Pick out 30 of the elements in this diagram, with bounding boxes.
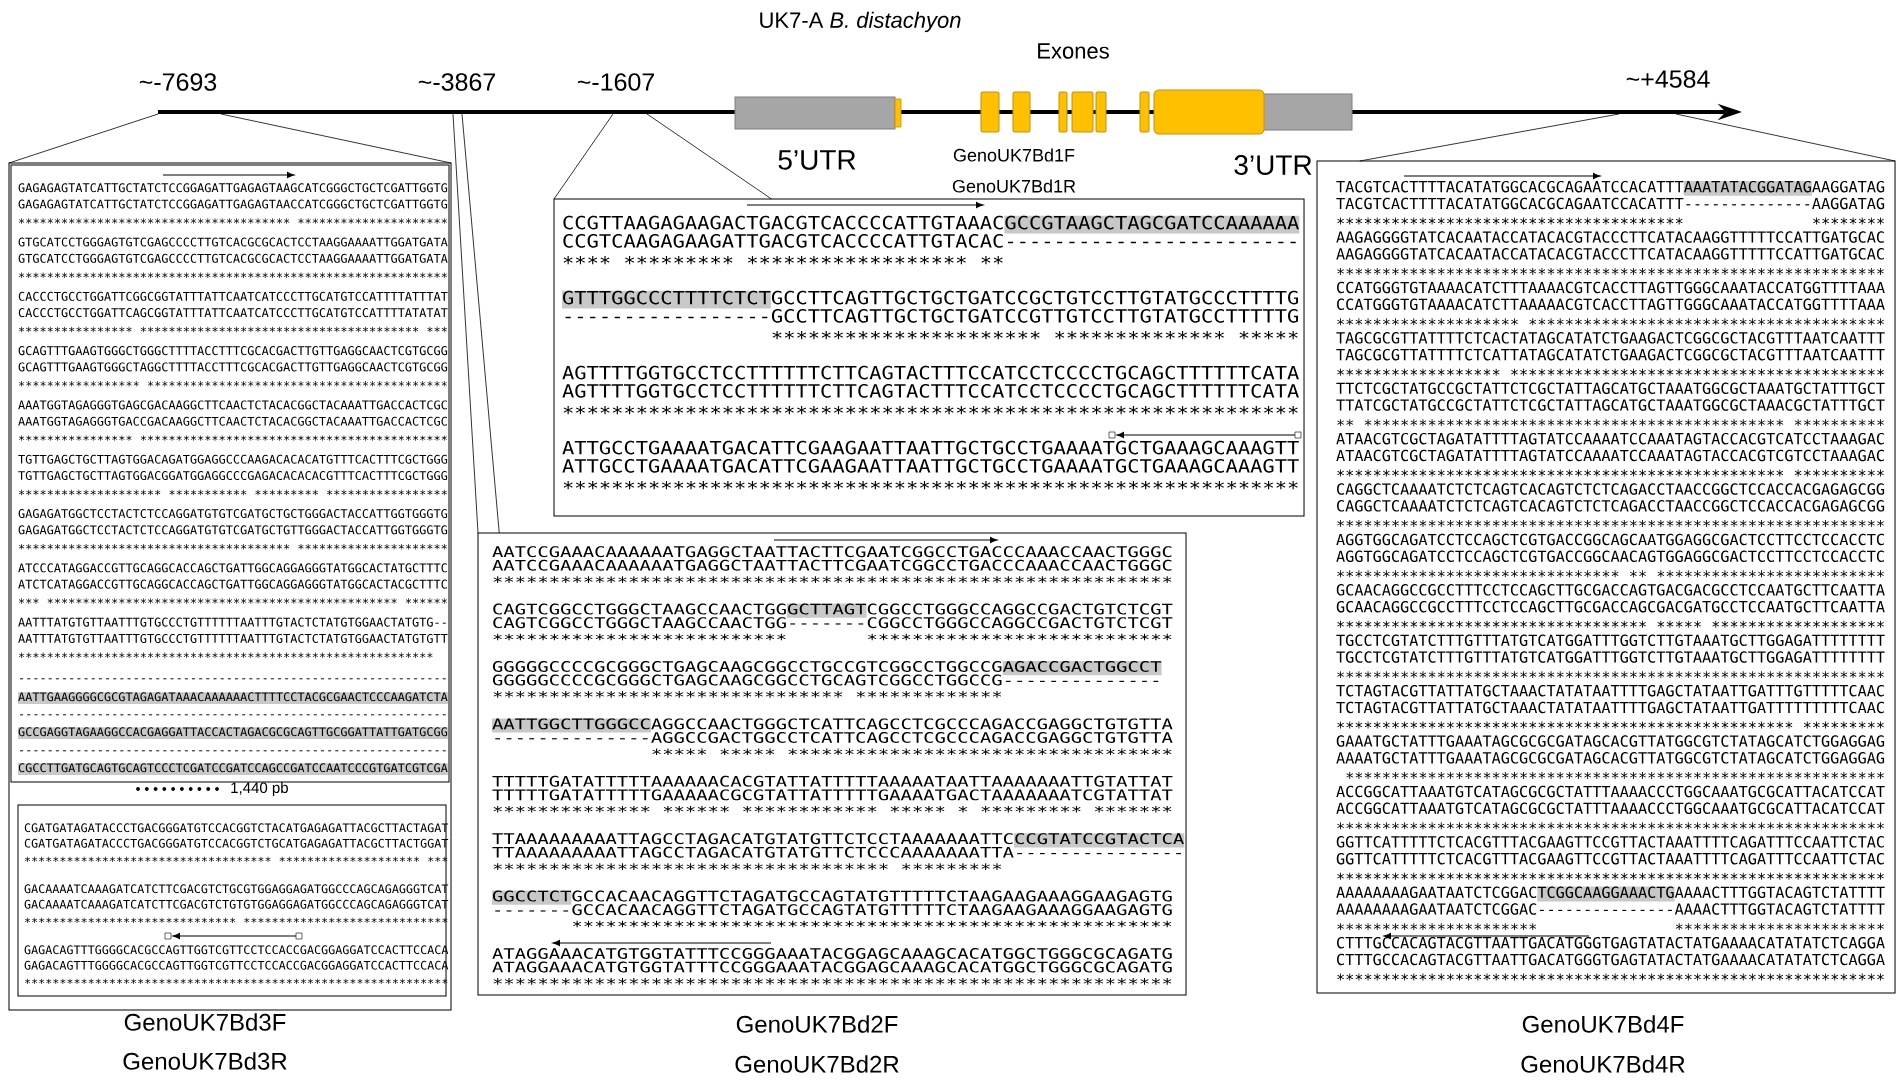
primer-label: GenoUK7Bd1F xyxy=(953,148,1075,162)
length-label: 1,440 pb xyxy=(231,782,288,796)
panel-frame xyxy=(8,162,452,1011)
sequence-alignment: GAGAGAGTATCATTGCTATCTCCGGAGATTGAGAGTAAGCATCGGGCTGCTCGATTGGTG GAGAGAGTATCATTGCTATCTCCGGAGATTGAGAGTAACCATCGGGCTGCTCGATTGGTG ∗∗∗∗∗∗∗∗∗∗∗∗∗∗∗∗∗∗∗∗∗∗∗∗∗∗∗∗∗∗∗∗∗∗∗∗∗∗ ∗∗∗∗∗∗∗∗∗∗∗∗∗∗∗∗∗∗∗∗∗ GTGCATCCTGGGAGTGTCGAGCCCCTTGTCACGCGCACTCCTAAGGAAAATTGGATGATA GTGCATCCTGGGAGTGTCGAGCCCCTTGTCACGCGCACTCCTAAGGAAAATTGGATGATA ∗∗∗∗∗∗∗∗∗∗∗∗∗∗∗∗∗∗∗∗∗∗∗∗∗∗∗∗∗∗∗∗∗∗∗∗∗∗∗∗∗∗∗∗∗∗∗∗∗∗∗∗∗∗∗∗∗∗∗∗ CACCCTGCCTGGATTCGGCGGTATTTATTCAATCATCCCTTGCATGTCCATTTTATTTAT CACCCTGCCTGGATTCAGCGGTATTTATTCAATCATCCCTTGCATGTCCATTTTATATAT ∗∗∗∗∗∗∗∗∗∗∗∗∗∗∗∗ ∗∗∗∗∗∗∗∗∗∗∗∗∗∗∗∗∗∗∗∗∗∗∗∗∗∗∗∗∗∗∗∗∗∗∗∗∗∗∗ ∗∗∗ GCAGTTTGAAGTGGGCTGGGCTTTTACCTTTCGCACGACTTGTTGAGGCAACTCGTGCGG GCAGTTTGAAGTGGGCTAGGCTTTTACCTTTCGCACGACTTGTTGAGGCAACTCGTGCGG ∗∗∗∗∗∗∗∗∗∗∗∗∗∗∗∗∗ ∗∗∗∗∗∗∗∗∗∗∗∗∗∗∗∗∗∗∗∗∗∗∗∗∗∗∗∗∗∗∗∗∗∗∗∗∗∗∗∗∗∗ AAATGGTAGAGGGTGAGCGACAAGGCTTCAACTCTACACGGCTACAAATTGACCACTCGC AAATGGTAGAGGGTGACCGACAAGGCTTCAACTCTACACGGCTACAAATTGACCACTCGC ∗∗∗∗∗∗∗∗∗∗∗∗∗∗∗∗ ∗∗∗∗∗∗∗∗∗∗∗∗∗∗∗∗∗∗∗∗∗∗∗∗∗∗∗∗∗∗∗∗∗∗∗∗∗∗∗∗∗∗∗ TGTTGAGCTGCTTAGTGGACAGATGGAGGCCCAAGACACACATGTTTCACTTTCGCTGGG TGTTGAGCTGCTTAGTGGACGGATGGAGGCCCGAGACACACACGTTTCACTTTCGCTGGG ∗∗∗∗∗∗∗∗∗∗∗∗∗∗∗∗∗∗∗∗ ∗∗∗∗∗∗∗∗∗∗∗ ∗∗∗∗∗∗∗∗∗ ∗∗∗∗∗∗∗∗∗∗∗∗∗∗∗∗∗ GAGAGATGGCTCCTACTCTCCAGGATGTGTCGATGCTGCTGGGACTACCATTGGTGGGTG GAGAGATGGCTCCTACTCTCCAGGATGTGTCGATGCTGTTGGGACTACCATTGGTGGGTG ∗∗∗∗∗∗∗∗∗∗∗∗∗∗∗∗∗∗∗∗∗∗∗∗∗∗∗∗∗∗∗∗∗∗∗∗∗∗ ∗∗∗∗∗∗∗∗∗∗∗∗∗∗∗∗∗∗∗∗∗ ATCCCATAGGACCGTTGCAGGCACCAGCTGATTGGCAGGAGGGTATGGCACTATGCTTTC ATCTCATAGGACCGTTGCAGGCACCAGCTGATTGGCAGGAGGGTATGGCACTACGCTTTC ∗∗∗ ∗∗∗∗∗∗∗∗∗∗∗∗∗∗∗∗∗∗∗∗∗∗∗∗∗∗∗∗∗∗∗∗∗∗∗∗∗∗∗∗∗∗∗∗∗∗∗∗∗ ∗∗∗∗∗∗ AATTTATGTGTTAATTTGTGCCCTGTTTTTTAATTTGTACTCTATGTGGAACTATGTG-- AATTTATGTGTTAATTTGTGCCCTGTTTTTTAATTTGTACTCTATGTGGAACTATGTGTT ∗∗∗∗∗∗∗∗∗∗∗∗∗∗∗∗∗∗∗∗∗∗∗∗∗∗∗∗∗∗∗∗∗∗∗∗∗∗∗∗∗∗∗∗∗∗∗∗∗∗∗∗∗∗∗∗∗∗ ------------------------------------------------------------ AATTGAAGGGGCGCGTAGAGATAAACAAAAAACTTTTCCTACGCGAACTCCCAAGATCTA ------------------------------------------------------------ GCCGAGGTAGAAGGCCACGAGGATTACCACTAGACGCGCAGTTGCGGATTATTGATGCGG ------------------------------------------------------------ CGCCTTGATGCAGTGCAGTCCCTCGATCCGATCCAGCCGATCCAATCCCGTGATCGTCGA xyxy=(10,164,450,783)
zoom-line xyxy=(646,113,772,200)
zoom-line xyxy=(461,113,500,534)
primer-label: GenoUK7Bd3F xyxy=(124,1013,286,1031)
title: UK7-A B. distachyon xyxy=(760,11,961,33)
region-label: 5’UTR xyxy=(778,150,856,170)
zoom-line xyxy=(553,113,614,200)
region-label: 3’UTR xyxy=(1234,155,1312,175)
primer-label: GenoUK7Bd4R xyxy=(1521,1055,1685,1073)
primer-label: GenoUK7Bd2R xyxy=(735,1055,899,1073)
region-label: Exones xyxy=(1038,43,1109,59)
sequence-alignment: AATCCGAAACAAAAAATGAGGCTAATTACTTCGAATCGGCCTGACCCAAACCAACTGGGC AATCCGAAACAAAAAATGAGGCTAATTACTTCGAATCGGCCTGACCCAAACCAACTGGGC ∗∗∗∗∗∗∗∗∗∗∗∗∗∗∗∗∗∗∗∗∗∗∗∗∗∗∗∗∗∗∗∗∗∗∗∗∗∗∗∗∗∗∗∗∗∗∗∗∗∗∗∗∗∗∗∗∗∗∗∗ CAGTCGGCCTGGGCTAAGCCAACTGGGCTTAGTCGGCCTGGGCCAGGCCGACTGTCTCGT CAGTCGGCCTGGGCTAAGCCAACTGG-------CGGCCTGGGCCAGGCCGACTGTCTCGT ∗∗∗∗∗∗∗∗∗∗∗∗∗∗∗∗∗∗∗∗∗∗∗∗∗∗ ∗∗∗∗∗∗∗∗∗∗∗∗∗∗∗∗∗∗∗∗∗∗∗∗∗∗∗ GGGGGCCCCGCGGGCTGAGCAAGCGGCCTGCCGTCGGCCTGGCCGAGACCGACTGGCCT GGGGGCCCCGCGGGCTGAGCAAGCGGCCTGCAGTCGGCCTGGCCG-------------- ∗∗∗∗∗∗∗∗∗∗∗∗∗∗∗∗∗∗∗∗∗∗∗∗∗∗∗∗∗∗∗ ∗∗∗∗∗∗∗∗∗∗∗∗∗ AATTGGCTTGGGCCAGGCCAACTGGGCTCATTCAGCCTCGCCCAGACCGAGGCTGTGTTA --------------AGGCCGACTGGCCTCATTCAGCCTCGCCCAGACCGAGGCTGTGTTA ∗∗∗∗∗ ∗∗∗∗∗ ∗∗∗∗∗∗∗∗∗∗∗∗∗∗∗∗∗∗∗∗∗∗∗∗∗∗∗∗∗∗∗∗∗∗ TTTTTGATATTTTTAAAAAACACGTATTATTTTTAAAAATAATTAAAAAAATTGTATTAT TTTTTGATATTTTTGAAAAACGCGTATTATTTTTGAAAATGACTAAAAAAATCGTATTAT ∗∗∗∗∗∗∗∗∗∗∗∗∗∗ ∗∗∗∗∗∗ ∗∗∗∗∗∗∗∗∗∗∗∗ ∗∗∗∗∗ ∗ ∗∗∗∗∗∗∗∗∗ ∗∗∗∗∗∗∗ TTAAAAAAAAATTAGCCTAGACATGTATGTTCTCCTAAAAAAATTC CCGTATCCGTACTCA TTAAAAAAAAATTAGCCTAGACATGTATGTTCTCCCAAAAAAATTA--------------- ∗∗∗∗∗∗∗∗∗∗∗∗∗∗∗∗∗∗∗∗∗∗∗∗∗∗∗∗∗∗∗∗∗∗∗ ∗∗∗∗∗∗∗∗∗ GGCCTCTGCCACAACAGGTTCTAGATGCCAGTATGTTTTTCTAAGAAGAAAGGAAGAGTG -------GCCACAACAGGTTCTAGATGCCAGTATGTTTTTCTAAGAAGAAAGGAAGAGTG ∗∗∗∗∗∗∗∗∗∗∗∗∗∗∗∗∗∗∗∗∗∗∗∗∗∗∗∗∗∗∗∗∗∗∗∗∗∗∗∗∗∗∗∗∗∗∗∗∗∗∗∗∗ ATAGGAAACATGTGGTATTTCCGGGAAATACGGAGCAAAGCACATGGCTGGGCGCAGATG ATAGGAAACATGTGGTATTTCCGGGAAATACGGAGCAAAGCACATGGCTGGGCGCAGATG ∗∗∗∗∗∗∗∗∗∗∗∗∗∗∗∗∗∗∗∗∗∗∗∗∗∗∗∗∗∗∗∗∗∗∗∗∗∗∗∗∗∗∗∗∗∗∗∗∗∗∗∗∗∗∗∗∗∗∗∗ xyxy=(477,532,1187,996)
zoom-line xyxy=(220,113,452,164)
primer-label: GenoUK7Bd4F xyxy=(1522,1015,1684,1033)
sequence-alignment: TACGTCACTTTTACATATGGCACGCAGAATCCACATTTAAATATACGGATAGAAGGATAG TACGTCACTTTTACATATGGCACGCAGAATCCACATTT--------------AAGGATAG ∗∗∗∗∗∗∗∗∗∗∗∗∗∗∗∗∗∗∗∗∗∗∗∗∗∗∗∗∗∗∗∗∗∗∗∗∗∗ ∗∗∗∗∗∗∗∗ AAGAGGGGTATCACAATACCATACACGTACCCTTCATACAAGGTTTTTCCATTGATGCAC AAGAGGGGTATCACAATACCATACACGTACCCTTCATACAAGGTTTTTCCATTGATGCAC ∗∗∗∗∗∗∗∗∗∗∗∗∗∗∗∗∗∗∗∗∗∗∗∗∗∗∗∗∗∗∗∗∗∗∗∗∗∗∗∗∗∗∗∗∗∗∗∗∗∗∗∗∗∗∗∗∗∗∗∗ CCATGGGTGTAAAACATCTTTAAAACGTCACCTTAGTTGGGCAAATACCATGGTTTTAAA CCATGGGTGTAAAACATCTTAAAAACGTCACCTTAGTTGGGCAAATACCATGGTTTTAAA ∗∗∗∗∗∗∗∗∗∗∗∗∗∗∗∗∗∗∗∗ ∗∗∗∗∗∗∗∗∗∗∗∗∗∗∗∗∗∗∗∗∗∗∗∗∗∗∗∗∗∗∗∗∗∗∗∗∗∗∗ TAGCGCGTTATTTTCTCACTATAGCATATCTGAAGACTCGGCGCTACGTTTAATCAATTT TAGCGCGTTATTTTCTCATTATAGCATATCTGAAGACTCGGCGCTACGTTTAATCAATTT ∗∗∗∗∗∗∗∗∗∗∗∗∗∗∗∗∗∗ ∗∗∗∗∗∗∗∗∗∗∗∗∗∗∗∗∗∗∗∗∗∗∗∗∗∗∗∗∗∗∗∗∗∗∗∗∗∗∗∗∗ TTCTCGCTATGCCGCTATTCTCGCTATTAGCATGCTAAATGGCGCTAAATGCTATTTGCT TTATCGCTATGCCGCTATTCTCGCTATTAGCATGCTAAATGGCGCTAAACGCTATTTGCT ∗∗ ∗∗∗∗∗∗∗∗∗∗∗∗∗∗∗∗∗∗∗∗∗∗∗∗∗∗∗∗∗∗∗∗∗∗∗∗∗∗∗∗∗∗∗∗∗∗ ∗∗∗∗∗∗∗∗∗∗ ATAACGTCGCTAGATATTTTAGTATCCAAAATCCAAATAGTACCACGTCATCCTAAAGAC ATAACGTCGCTAGATATTTTAGTATCCAAAATCCAAATAGTACCACGTCGTCCTAAAGAC ∗∗∗∗∗∗∗∗∗∗∗∗∗∗∗∗∗∗∗∗∗∗∗∗∗∗∗∗∗∗∗∗∗∗∗∗∗∗∗∗∗∗∗∗∗∗∗∗∗ ∗∗∗∗∗∗∗∗∗∗ CAGGCTCAAAATCTCTCAGTCACAGTCTCTCAGACCTAACCGGCTCCACCACGAGAGCGG CAGGCTCAAAATCTCTCAGTCACAGTCTCTCAGACCTAACCGGCTCCACCACGAGAGCGG ∗∗∗∗∗∗∗∗∗∗∗∗∗∗∗∗∗∗∗∗∗∗∗∗∗∗∗∗∗∗∗∗∗∗∗∗∗∗∗∗∗∗∗∗∗∗∗∗∗∗∗∗∗∗∗∗∗∗∗∗ AGGTGGCAGATCCTCCAGCTCGTGACCGGCAGCAATGGAGGCGACTCCTTCCTCCACCTC AGGTGGCAGATCCTCCAGCTCGTGACCGGCAACAGTGGAGGCGACTCCTTCCTCCACCTC ∗∗∗∗∗∗∗∗∗∗∗∗∗∗∗∗∗∗∗∗∗∗∗∗∗∗∗∗∗∗∗ ∗∗ ∗∗∗∗∗∗∗∗∗∗∗∗∗∗∗∗∗∗∗∗∗∗∗∗∗ GCAACAGGCCGCCTTTCCTCCAGCTTGCGACCAGTGACGACGCCTCCAATGCTTCAATTA GCAACAGGCCGCCTTTCCTCCAGCTTGCGACCAGCGACGATGCCTCCAATGCTTCAATTA ∗∗∗∗∗∗∗∗∗∗∗∗∗∗∗∗∗∗∗∗∗∗∗∗∗∗∗∗∗∗∗∗∗∗ ∗∗∗∗∗ ∗∗∗∗∗∗∗∗∗∗∗∗∗∗∗∗∗∗∗ TGCCTCGTATCTTTGTTTATGTCATGGATTTGGTCTTGTAAATGCTTGGAGATTTTTTTT TGCCTCGTATCTTTGTTTATGTCATGGATTTGGTCTTGTAAATGCTTGGAGATTTTTTTT ∗∗∗∗∗∗∗∗∗∗∗∗∗∗∗∗∗∗∗∗∗∗∗∗∗∗∗∗∗∗∗∗∗∗∗∗∗∗∗∗∗∗∗∗∗∗∗∗∗∗∗∗∗∗∗∗∗∗∗∗ TCTAGTACGTTATTATGCTAAACTATATAATTTTGAGCTATAATTGATTTGTTTTTCAAC TCTAGTACGTTATTATGCTAAACTATATAATTTTGAGCTATAATTGATTTTTTTTTCAAC ∗∗∗∗∗∗∗∗∗∗∗∗∗∗∗∗∗∗∗∗∗∗∗∗∗∗∗∗∗∗∗∗∗∗∗∗∗∗∗∗∗∗∗∗∗∗∗∗∗∗ ∗∗∗∗∗∗∗∗∗ GAAATGCTATTTGAAATAGCGCGCGATAGCACGTTATGGCGTCTATAGCATCTGGAGGAG AAAATGCTATTTGAAATAGCGCGCGATAGCACGTTATGGCGTCTATAGCATCTGGAGGAG ∗∗∗∗∗∗∗∗∗∗∗∗∗∗∗∗∗∗∗∗∗∗∗∗∗∗∗∗∗∗∗∗∗∗∗∗∗∗∗∗∗∗∗∗∗∗∗∗∗∗∗∗∗∗∗∗∗∗∗ ACCGGCATTAAATGTCATAGCGCGCTATTTAAAACCCTGGCAAATGCGCATTACATCCAT ACCGGCATTAAATGTCATAGCGCGCTATTTAAAACCCTGGCAAATGCGCATTACATCCAT ∗∗∗∗∗∗∗∗∗∗∗∗∗∗∗∗∗∗∗∗∗∗∗∗∗∗∗∗∗∗∗∗∗∗∗∗∗∗∗∗∗∗∗∗∗∗∗∗∗∗∗∗∗∗∗∗∗∗∗∗ GGTTCATTTTTCTCACGTTTACGAAGTTCCGTTACTAAATTTTCAGATTTCCAATTCTAC GGTTCATTTTTCTCACGTTTACGAAGTTCCGTTACTAAATTTTCAGATTTCCAATTCTAC ∗∗∗∗∗∗∗∗∗∗∗∗∗∗∗∗∗∗∗∗∗∗∗∗∗∗∗∗∗∗∗∗∗∗∗∗∗∗∗∗∗∗∗∗∗∗∗∗∗∗∗∗∗∗∗∗∗∗∗∗ AAAAAAAAGAATAATCTCGGACTCGGCAAGGAAACTGAAAACTTTGGTACAGTCTATTTT AAAAAAAAGAATAATCTCGGAC---------------AAAACTTTGGTACAGTCTATTTT ∗∗∗∗∗∗∗∗∗∗∗∗∗∗∗∗∗∗∗∗∗∗ ∗∗∗∗∗∗∗∗∗∗∗∗∗∗∗∗∗∗∗∗∗∗∗ CTTTGCCACAGTACGTTAATTGACATGGGTGAGTATACTATGAAAACATATATCTCAGGA CTTTGCCACAGTACGTTAATTGACATGGGTGAGTATACTATGAAAACATATATCTCAGGA ∗∗∗∗∗∗∗∗∗∗∗∗∗∗∗∗∗∗∗∗∗∗∗∗∗∗∗∗∗∗∗∗∗∗∗∗∗∗∗∗∗∗∗∗∗∗∗∗∗∗∗∗∗∗∗∗∗∗∗∗ xyxy=(1316,160,1896,994)
position-label: ~-3867 xyxy=(418,73,495,91)
zoom-line xyxy=(452,113,479,534)
primer-label: GenoUK7Bd3R xyxy=(123,1052,287,1070)
zoom-line xyxy=(1675,113,1896,162)
position-label: ~-1607 xyxy=(577,73,654,91)
sequence-alignment: CGATGATAGATACCCTGACGGGATGTCCACGGTCTACATGAGAGATTACGCTTACTAGAT CGATGATAGATACCCTGACGGGATGTCCACGGTCTGCATGAGAGATTACGCTTACTGGAT ∗∗∗∗∗∗∗∗∗∗∗∗∗∗∗∗∗∗∗∗∗∗∗∗∗∗∗∗∗∗∗∗∗∗∗ ∗∗∗∗∗∗∗∗∗∗∗∗∗∗∗∗∗∗∗∗ ∗∗∗ GACAAAATCAAAGATCATCTTCGACGTCTGCGTGGAGGAGATGGCCCAGCAGAGGGTCAT GACAAAATCAAAGATCATCTTCGACGTCTGTGTGGAGGAGATGGCCCAGCAGAGGGTCAT ∗∗∗∗∗∗∗∗∗∗∗∗∗∗∗∗∗∗∗∗∗∗∗∗∗∗∗∗∗∗ ∗∗∗∗∗∗∗∗∗∗∗∗∗∗∗∗∗∗∗∗∗∗∗∗∗∗∗∗∗ GAGACAGTTTGGGGCACGCCAGTTGGTCGTTCCTCCACCGACGGAGGATCCACTTCCACA GAGACAGTTTGGGGCACGCCAGTTGGTCGTTCCTCCACCGACGGAGGATCCACTTCCACA ∗∗∗∗∗∗∗∗∗∗∗∗∗∗∗∗∗∗∗∗∗∗∗∗∗∗∗∗∗∗∗∗∗∗∗∗∗∗∗∗∗∗∗∗∗∗∗∗∗∗∗∗∗∗∗∗∗∗∗∗ xyxy=(17,804,449,997)
position-label: ~+4584 xyxy=(1626,70,1710,88)
position-label: ~-7693 xyxy=(139,73,217,91)
primer-label: GenoUK7Bd2F xyxy=(736,1015,898,1033)
sequence-alignment: CCGTTAAGAGAAGACTGACGTCACCCCATTGTAAACGCCGTAAGCTAGCGATCCAAAAAA CCGTCAAGAGAAGATTGACGTCACCCCATTGTACAC------------------------ ∗∗∗∗ ∗∗∗∗∗∗∗∗∗ ∗∗∗∗∗∗∗∗∗∗∗∗∗∗∗∗∗∗ ∗∗ GTTTGGCCCTTTTCTCTGCCTTCAGTTGCTGCTGATCCGCTGTCCTTGTATGCCCTTTTG -----------------GCCTTCAGTTGCTGCTGATCCGTTGTCCTTGTATGCCTTTTTG ∗∗∗∗∗∗∗∗∗∗∗∗∗∗∗∗∗∗∗∗∗∗ ∗∗∗∗∗∗∗∗∗∗∗∗∗∗ ∗∗∗∗∗ AGTTTTGGTGCCTCCTTTTTTCTTCAGTACTTTCCATCCTCCCCTGCAGCTTTTTTCATA AGTTTTGGTGCCTCCTTTTTTCTTCAGTACTTTCCATCCTCCCCTGCAGCTTTTTTCATA ∗∗∗∗∗∗∗∗∗∗∗∗∗∗∗∗∗∗∗∗∗∗∗∗∗∗∗∗∗∗∗∗∗∗∗∗∗∗∗∗∗∗∗∗∗∗∗∗∗∗∗∗∗∗∗∗∗∗∗∗ ATTGCCTGAAAATGACATTCGAAGAATTAATTGCTGCCTGAAAATGCTGAAAGCAAAGTT ATTGCCTGAAAATGACATTCGAAGAATTAATTGCTGCCTGAAAATGCTGAAAGCAAAGTT ∗∗∗∗∗∗∗∗∗∗∗∗∗∗∗∗∗∗∗∗∗∗∗∗∗∗∗∗∗∗∗∗∗∗∗∗∗∗∗∗∗∗∗∗∗∗∗∗∗∗∗∗∗∗∗∗∗∗∗∗ xyxy=(553,198,1305,517)
zoom-line xyxy=(8,113,159,164)
zoom-line xyxy=(1359,113,1620,162)
